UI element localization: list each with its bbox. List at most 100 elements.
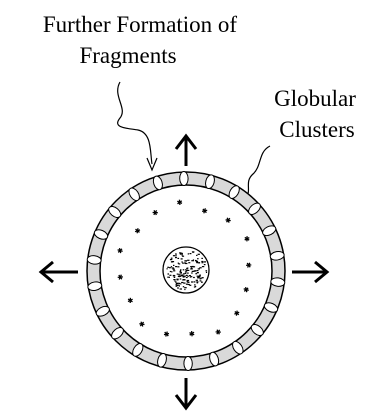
core-star-dot bbox=[173, 270, 175, 271]
core-star-dot bbox=[185, 263, 187, 264]
core-star-dot bbox=[178, 274, 180, 275]
core-star-dot bbox=[183, 273, 185, 274]
fragments-pointer-line bbox=[118, 82, 152, 164]
arrow-up bbox=[176, 136, 196, 166]
core-star-dot bbox=[184, 260, 186, 261]
core-star-dot bbox=[179, 252, 181, 253]
core-star-dot bbox=[201, 282, 203, 283]
core-star-dot bbox=[168, 273, 170, 274]
core-star-dot bbox=[187, 268, 189, 269]
core-star-dot bbox=[187, 270, 189, 271]
core-star-dot bbox=[204, 264, 206, 265]
core-star-dot bbox=[182, 256, 184, 257]
core-star-dot bbox=[191, 281, 193, 282]
core-star-dot bbox=[171, 261, 173, 262]
core-star-dot bbox=[180, 270, 181, 271]
core-star-dot bbox=[175, 282, 177, 283]
core-star-dot bbox=[197, 270, 199, 271]
core-star-dot bbox=[180, 288, 182, 289]
core-star-dot bbox=[194, 281, 196, 282]
core-star-dot bbox=[196, 281, 198, 282]
core-star-dot bbox=[193, 271, 195, 272]
core-star-dot bbox=[183, 269, 185, 270]
core-star-dot bbox=[174, 280, 175, 281]
core-star-dot bbox=[181, 253, 183, 254]
core-star-dot bbox=[175, 266, 177, 267]
core-star-dot bbox=[204, 261, 206, 262]
core-star-dot bbox=[177, 274, 179, 275]
core-star-dot bbox=[177, 283, 179, 284]
core-star-dot bbox=[193, 277, 195, 278]
core-star-dot bbox=[191, 260, 194, 261]
core-star-dot bbox=[171, 266, 172, 267]
core-star-dot bbox=[206, 272, 207, 273]
core-star-dot bbox=[198, 276, 201, 277]
core-star-dot bbox=[173, 255, 175, 256]
globular-label-line2: Clusters bbox=[279, 117, 354, 142]
core-star-dot bbox=[202, 277, 204, 278]
core-star-dot bbox=[177, 287, 179, 288]
core-star-dot bbox=[191, 268, 193, 269]
core-star-dot bbox=[181, 258, 183, 259]
core-star-dot bbox=[167, 277, 169, 278]
core-star-dot bbox=[194, 284, 196, 285]
core-star-dot bbox=[170, 259, 171, 260]
core-star-dot bbox=[189, 285, 191, 286]
core-star-dot bbox=[171, 258, 173, 259]
core-star-dot bbox=[195, 260, 196, 261]
core-star-dot bbox=[186, 284, 188, 285]
core-star-dot bbox=[185, 271, 187, 272]
fragment-ellipse bbox=[180, 171, 189, 185]
core-star-dot bbox=[196, 280, 198, 281]
core-star-dot bbox=[187, 281, 189, 282]
core-star-dot bbox=[196, 255, 197, 256]
core-star-dot bbox=[171, 271, 172, 272]
core-star-dot bbox=[176, 255, 177, 256]
core-star-dot bbox=[185, 269, 186, 270]
core-star-dot bbox=[182, 279, 185, 280]
core-star-dot bbox=[197, 272, 198, 273]
core-star-dot bbox=[184, 289, 185, 290]
core-star-dot bbox=[175, 253, 176, 254]
core-star-dot bbox=[187, 280, 190, 281]
core-star-dot bbox=[172, 267, 175, 268]
core-star-dot bbox=[202, 262, 204, 263]
core-star-dot bbox=[176, 285, 178, 286]
core-star-dot bbox=[173, 275, 175, 276]
core-star-dot bbox=[183, 276, 185, 277]
core-star-dot bbox=[194, 286, 196, 287]
core-star-dot bbox=[173, 265, 174, 266]
core-star-dot bbox=[192, 251, 195, 252]
core-star-dot bbox=[185, 273, 187, 274]
arrow-right bbox=[292, 262, 327, 282]
core-star-dot bbox=[180, 283, 181, 284]
core-star-dot bbox=[174, 277, 176, 278]
core-star-dot bbox=[181, 282, 183, 283]
core-star-dot bbox=[200, 278, 202, 279]
core-star-dot bbox=[173, 279, 175, 280]
core-star-dot bbox=[183, 286, 184, 287]
core-star-dot bbox=[180, 278, 182, 279]
core-star-dot bbox=[188, 262, 190, 263]
core-star-dot bbox=[180, 254, 182, 255]
core-star-dot bbox=[182, 275, 183, 276]
core-star-dot bbox=[169, 277, 170, 278]
core-star-dot bbox=[178, 263, 180, 264]
core-star-dot bbox=[199, 267, 201, 268]
core-star-dot bbox=[202, 266, 204, 267]
core-star-dot bbox=[189, 275, 191, 276]
core-star-dot bbox=[187, 260, 189, 261]
fragment-ellipse bbox=[184, 356, 193, 370]
core-star-dot bbox=[181, 254, 182, 255]
core-star-dot bbox=[184, 287, 187, 288]
core-star-dot bbox=[177, 258, 179, 259]
core-star-dot bbox=[200, 280, 202, 281]
core-star-dot bbox=[176, 279, 178, 280]
core-star-dot bbox=[167, 268, 168, 269]
core-star-dot bbox=[201, 258, 203, 259]
core-star-dot bbox=[183, 283, 185, 284]
globular-label-line1: Globular bbox=[274, 86, 356, 111]
core-star-dot bbox=[190, 253, 192, 254]
core-star-dot bbox=[198, 254, 200, 255]
